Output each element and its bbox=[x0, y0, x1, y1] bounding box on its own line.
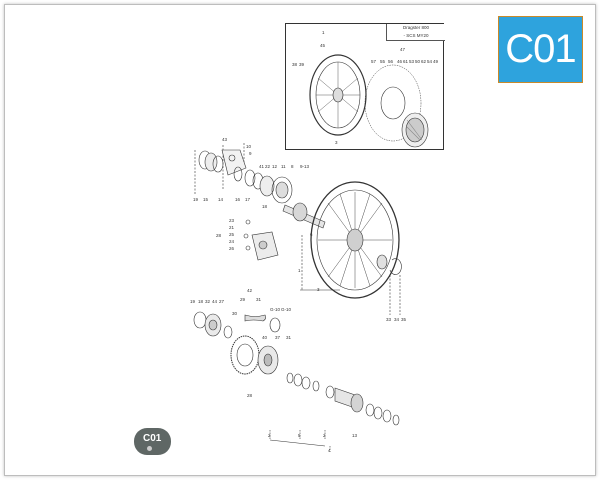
callout: 27 bbox=[219, 299, 225, 304]
section-badge-label: C01 bbox=[505, 27, 576, 71]
callout: 13 bbox=[352, 433, 358, 438]
callout: 12 bbox=[272, 164, 278, 169]
callout: 57 bbox=[371, 59, 377, 64]
callout: 53 bbox=[409, 59, 415, 64]
callout: 17 bbox=[245, 197, 251, 202]
callout: G-10 bbox=[281, 307, 292, 312]
callout: 18 bbox=[262, 204, 268, 209]
callout: 54 bbox=[427, 59, 433, 64]
callout: 2 bbox=[268, 433, 271, 438]
callout: 19 bbox=[193, 197, 199, 202]
callout: 62 bbox=[421, 59, 427, 64]
callout: 45 bbox=[320, 43, 326, 48]
callout: 42 bbox=[247, 288, 253, 293]
inset-title-line2: - SCS MY20 bbox=[403, 33, 429, 38]
callout: 10 bbox=[246, 144, 252, 149]
callout: 33 bbox=[386, 317, 392, 322]
page-tag[interactable]: C01 bbox=[134, 428, 171, 455]
callout: 21 bbox=[229, 225, 235, 230]
callout: 9 bbox=[249, 151, 252, 156]
variant-inset-box bbox=[285, 23, 444, 150]
callout: 37 bbox=[275, 335, 281, 340]
callout: 3 bbox=[335, 140, 338, 145]
inset-title-line1: Dragster 800 bbox=[402, 25, 429, 30]
callout: 26 bbox=[229, 246, 235, 251]
callout: 14 bbox=[218, 197, 224, 202]
callout: 32 bbox=[205, 299, 211, 304]
dot-icon bbox=[147, 446, 152, 451]
callout: G-10 bbox=[270, 307, 281, 312]
callout: 56 bbox=[388, 59, 394, 64]
callout: 1 bbox=[322, 30, 325, 35]
callout: 40 bbox=[262, 335, 268, 340]
callout: 6 bbox=[310, 232, 313, 237]
callout: 49 bbox=[433, 59, 439, 64]
callout: 25 bbox=[229, 232, 235, 237]
callout: 5 bbox=[298, 433, 301, 438]
callout: 44 bbox=[212, 299, 218, 304]
callout: 3 bbox=[317, 287, 320, 292]
callout: 46 bbox=[397, 59, 403, 64]
callout: 43 bbox=[222, 137, 228, 142]
callout: 38 bbox=[292, 62, 298, 67]
callout: 29 bbox=[240, 297, 246, 302]
callout: 28 bbox=[247, 393, 253, 398]
callout: 18 bbox=[198, 299, 204, 304]
callout: 23 bbox=[229, 218, 235, 223]
callout: 4 bbox=[328, 448, 331, 453]
callout: 34 bbox=[394, 317, 400, 322]
callout: 1 bbox=[298, 268, 301, 273]
callout: 19 bbox=[190, 299, 196, 304]
callout: 8 bbox=[291, 164, 294, 169]
callout: 39 bbox=[299, 62, 305, 67]
callout: 61 bbox=[403, 59, 409, 64]
callout: 9-13 bbox=[300, 164, 310, 169]
callout: 16 bbox=[235, 197, 241, 202]
callout: 31 bbox=[286, 335, 292, 340]
callout: 35 bbox=[401, 317, 407, 322]
callout: 11 bbox=[281, 164, 286, 169]
page-tag-label: C01 bbox=[143, 433, 162, 444]
callout: 22 bbox=[265, 164, 271, 169]
page-frame bbox=[4, 4, 596, 476]
section-badge: C01 bbox=[498, 16, 583, 83]
callout: 30 bbox=[232, 311, 238, 316]
callout: 55 bbox=[380, 59, 386, 64]
callout: 28 bbox=[216, 233, 222, 238]
callout: 50 bbox=[415, 59, 421, 64]
inset-title: Dragster 800 - SCS MY20 bbox=[386, 24, 445, 41]
callout: 41 bbox=[259, 164, 265, 169]
callout: 31 bbox=[256, 297, 262, 302]
callout: 15 bbox=[203, 197, 209, 202]
callout: 2 bbox=[323, 433, 326, 438]
callout: 47 bbox=[400, 47, 406, 52]
callout: 24 bbox=[229, 239, 235, 244]
